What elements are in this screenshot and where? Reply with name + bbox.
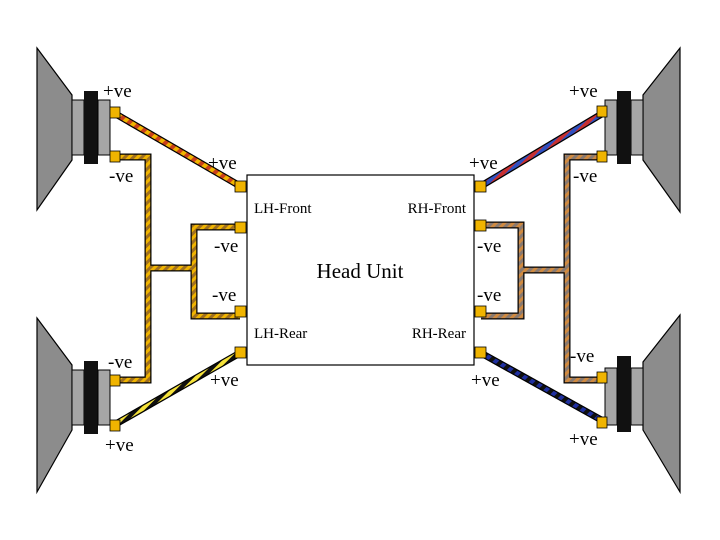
hu-rh-front-pos-label: +ve bbox=[469, 153, 498, 174]
channel-label-rh-front: RH-Front bbox=[408, 201, 467, 217]
hu-lh-rear-pos-label: +ve bbox=[210, 370, 239, 391]
spk-lh-front-pos-label: +ve bbox=[103, 81, 132, 102]
spk-lh-rear-neg-label: -ve bbox=[108, 352, 132, 373]
speaker-lh-front bbox=[36, 46, 111, 212]
channel-label-lh-front: LH-Front bbox=[254, 201, 312, 217]
spk-rh-front-neg-label: -ve bbox=[573, 166, 597, 187]
hu-rh-front-neg-label: -ve bbox=[477, 236, 501, 257]
head-unit-box bbox=[246, 174, 475, 366]
speaker-rh-rear bbox=[604, 313, 681, 495]
speaker-lh-rear bbox=[36, 316, 111, 495]
head-unit-title: Head Unit bbox=[317, 259, 404, 283]
spk-rh-front-pos-label: +ve bbox=[569, 81, 598, 102]
spk-lh-rear-pos-label: +ve bbox=[105, 435, 134, 456]
speaker-terminals bbox=[109, 105, 608, 432]
hu-lh-front-pos-label: +ve bbox=[208, 153, 237, 174]
wire-rh-rear-positive bbox=[479, 349, 607, 426]
wire-rh-front-positive bbox=[479, 108, 607, 190]
head-unit-terminals bbox=[234, 180, 487, 359]
channel-label-lh-rear: LH-Rear bbox=[254, 326, 307, 342]
hu-lh-front-neg-label: -ve bbox=[214, 236, 238, 257]
spk-rh-rear-neg-label: -ve bbox=[570, 346, 594, 367]
hu-rh-rear-pos-label: +ve bbox=[471, 370, 500, 391]
hu-lh-rear-neg-label: -ve bbox=[212, 285, 236, 306]
wire-lh-front-positive bbox=[112, 109, 242, 190]
spk-rh-rear-pos-label: +ve bbox=[569, 429, 598, 450]
speaker-rh-front bbox=[604, 46, 681, 214]
wire-lh-rear-positive bbox=[112, 349, 242, 429]
hu-rh-rear-neg-label: -ve bbox=[477, 285, 501, 306]
spk-lh-front-neg-label: -ve bbox=[109, 166, 133, 187]
channel-label-rh-rear: RH-Rear bbox=[412, 326, 466, 342]
